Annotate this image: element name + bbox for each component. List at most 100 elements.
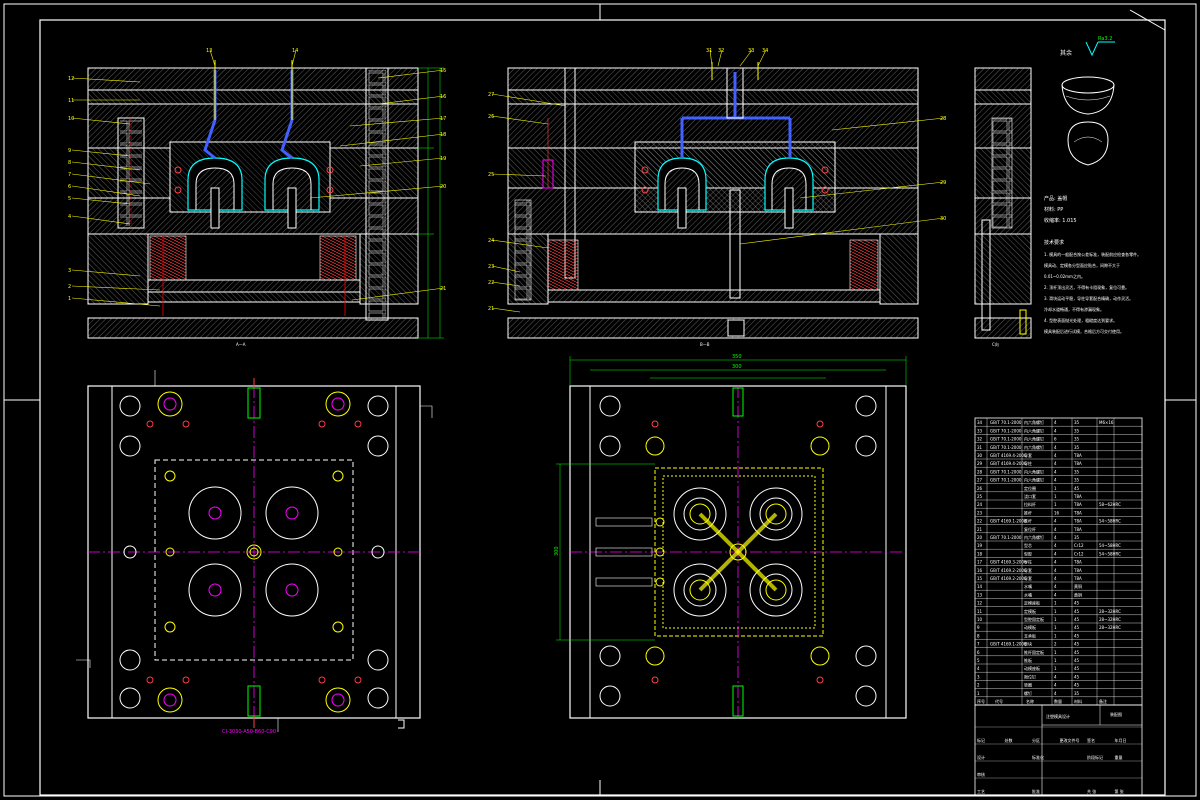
bom-cell: 4 — [977, 666, 980, 671]
bom-cell: 限位钉 — [1024, 673, 1036, 679]
part-number-label: 27 — [488, 92, 494, 98]
bom-cell: Cr12 — [1074, 543, 1084, 548]
part-number-label: 33 — [748, 48, 754, 54]
bom-cell: 内六角螺钉 — [1024, 436, 1044, 442]
tech-requirement-line: 1. 模具的一般配合按公差标准，装配前应检查各零件。 — [1044, 251, 1141, 257]
leader-line — [739, 49, 753, 67]
bom-cell: 3 — [977, 674, 980, 679]
leader-line — [491, 115, 549, 125]
bom-cell: 13 — [977, 592, 983, 597]
part-number-label: 15 — [440, 68, 446, 74]
section-view-middle — [507, 62, 919, 339]
bom-cell: 内六角螺钉 — [1024, 534, 1044, 540]
bom-cell: 4 — [1054, 519, 1057, 524]
bom-cell: 4 — [1054, 420, 1057, 425]
view-c-label: C向 — [992, 341, 999, 347]
part-number-label: 18 — [440, 132, 446, 138]
leader-line — [209, 49, 216, 67]
tech-requirement-line: 冷却水道畅通，不得有渗漏现象。 — [1044, 306, 1104, 312]
bom-cell: 导套 — [1024, 452, 1032, 458]
bom-cell: 定模板 — [1024, 608, 1036, 614]
leader-line — [799, 181, 945, 199]
leader-line — [291, 49, 297, 67]
part-number-label: 24 — [488, 238, 494, 244]
bom-cell: 4 — [1054, 478, 1057, 483]
bom-cell: 12 — [977, 601, 983, 606]
leader-line — [491, 239, 549, 249]
part-number-label: 34 — [762, 48, 768, 54]
bom-cell: GB/T 4169.4-2006 — [990, 453, 1027, 458]
bom-cell: 1 — [1054, 494, 1057, 499]
title-block-cell: 标记 — [977, 737, 985, 743]
leader-line — [831, 117, 945, 131]
leader-line — [71, 161, 141, 171]
bom-cell: 35 — [1074, 691, 1080, 696]
leader-line — [71, 117, 131, 125]
bom-cell: 6 — [1054, 437, 1057, 442]
title-block-cell: 标准化 — [1032, 754, 1044, 760]
bom-cell: 35 — [1074, 437, 1080, 442]
part-number-label: 10 — [68, 116, 74, 122]
leader-line — [71, 173, 151, 185]
bom-cell: 2 — [1054, 642, 1057, 647]
bom-header-cell: 备注 — [1099, 698, 1107, 704]
bom-cell: 4 — [1054, 560, 1057, 565]
title-block-cell: 工艺 — [977, 789, 985, 794]
bom-cell: 35 — [1074, 428, 1080, 433]
leader-line — [71, 215, 131, 225]
bom-cell: 4 — [1054, 576, 1057, 581]
bom-cell: 1 — [1054, 609, 1057, 614]
bom-cell: GB/T 70.1-2000 — [990, 469, 1022, 474]
leader-line — [377, 95, 445, 105]
bom-cell: 内六角螺钉 — [1024, 444, 1044, 450]
bom-cell: 19 — [977, 543, 983, 548]
part-number-label: 31 — [706, 48, 712, 54]
title-block-cell: 分区 — [1032, 737, 1040, 743]
tech-requirement-line: 4. 型腔表面抛光处理，粗糙度达到要求。 — [1044, 317, 1117, 323]
bom-cell: 24 — [977, 502, 983, 507]
part-number-label: 13 — [206, 48, 212, 54]
bom-cell: 33 — [977, 428, 983, 433]
leader-line — [339, 133, 445, 147]
bom-cell: 10 — [977, 617, 983, 622]
bom-cell: 4 — [1054, 428, 1057, 433]
bom-cell: 26 — [977, 486, 983, 491]
bom-cell: 4 — [1054, 453, 1057, 458]
bom-cell: 1 — [1054, 633, 1057, 638]
part-number-label: 5 — [68, 196, 71, 202]
title-part-name: 注塑模具设计 — [1046, 713, 1070, 719]
part-number-label: 22 — [488, 280, 494, 286]
bom-cell: 复位杆 — [1024, 526, 1036, 532]
bom-cell: GB/T 70.1-2000 — [990, 437, 1022, 442]
leader-line — [71, 297, 161, 307]
part-number-label: 19 — [440, 156, 446, 162]
bom-cell: 推杆固定板 — [1024, 649, 1044, 655]
bom-cell: 58~62HRC — [1099, 502, 1121, 507]
bom-cell: Cr12 — [1074, 551, 1084, 556]
plan-view-middle — [556, 356, 907, 719]
bom-cell: 内六角螺钉 — [1024, 468, 1044, 474]
tech-requirement-line: 模具动、定模各分型面应贴合，间隙不大于 — [1044, 262, 1120, 268]
title-block-cell: 重量 — [1115, 754, 1123, 760]
bom-cell: 45 — [1074, 642, 1080, 647]
bom-cell: 45 — [1074, 633, 1080, 638]
bom-cell: 1 — [1054, 502, 1057, 507]
part-number-label: 28 — [940, 116, 946, 122]
title-block-cell: 设计 — [977, 754, 985, 760]
bom-cell: 45 — [1074, 609, 1080, 614]
bom-cell: 内六角螺钉 — [1024, 419, 1044, 425]
part-number-label: 14 — [292, 48, 298, 54]
bom-cell: 54~58HRC — [1099, 551, 1121, 556]
bom-cell: GB/T 70.1-2000 — [990, 445, 1022, 450]
bom-cell: 2 — [977, 683, 980, 688]
bom-cell: 型腔 — [1024, 550, 1032, 556]
bom-cell: 定模座板 — [1024, 600, 1040, 606]
bom-cell: 1 — [1054, 625, 1057, 630]
tech-requirement-line: 0.01~0.02mm之内。 — [1044, 273, 1085, 279]
bom-cell: 型腔固定板 — [1024, 616, 1044, 622]
bom-cell: 34 — [977, 420, 983, 425]
